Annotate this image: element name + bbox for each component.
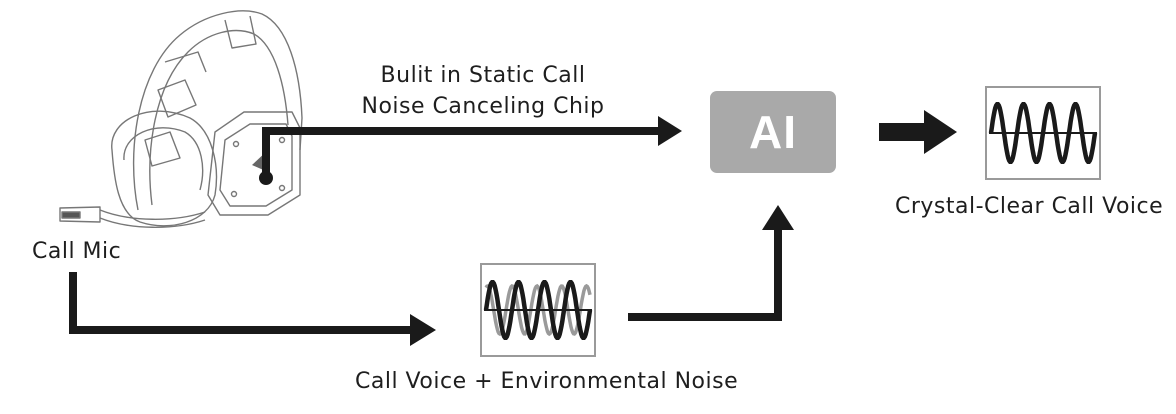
chip-label-line1: Bulit in Static Call [380,63,586,88]
mic-connector-line [69,272,412,334]
output-arrow-icon [879,110,957,154]
chip-connector-line [262,127,660,178]
noise-to-ai-line [628,228,782,321]
noise-label: Call Voice + Environmental Noise [355,369,739,394]
chip-dot-icon [259,171,273,185]
chip-label-line2: Noise Canceling Chip [361,94,605,119]
ai-up-arrowhead-icon [762,205,794,230]
chip-label: Bulit in Static Call Noise Canceling Chi… [318,60,648,122]
ai-box: AI [710,91,836,173]
mic-arrowhead-icon [410,314,436,346]
ai-label: AI [749,106,797,158]
chip-arrowhead-icon [658,116,682,146]
clear-voice-label: Crystal-Clear Call Voice [895,194,1164,219]
call-mic-label: Call Mic [32,239,122,264]
headset-icon [59,10,303,228]
